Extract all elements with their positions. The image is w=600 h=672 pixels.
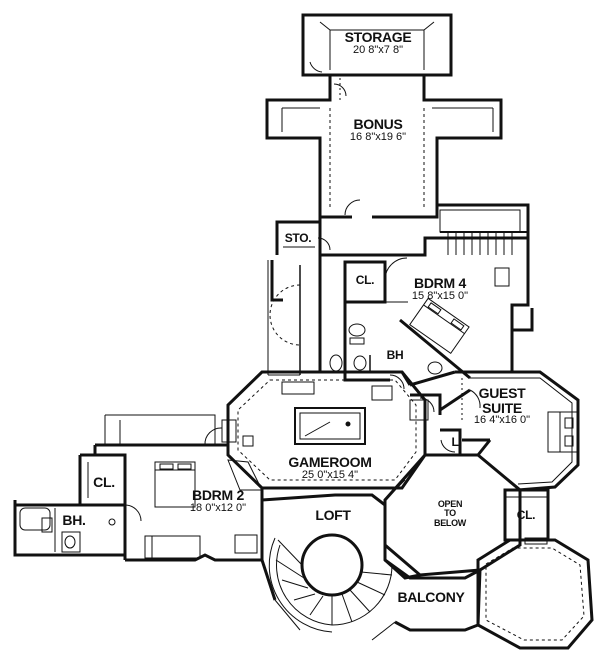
gameroom-name: GAMEROOM — [288, 454, 372, 470]
loft-label: LOFT — [315, 507, 351, 523]
guest-name-1: GUEST — [478, 385, 526, 401]
guest-suite-label: GUEST SUITE 16 4"x16 0" — [474, 386, 530, 427]
left-closet-and-bath — [13, 445, 142, 557]
guest-name-2: SUITE — [482, 399, 522, 416]
open-name-1: OPEN — [437, 499, 463, 509]
bh-left-name: BH. — [62, 512, 86, 528]
guest-dims: 16 4"x16 0" — [473, 414, 531, 427]
bh-mid-label: BH — [387, 349, 404, 362]
balcony-name: BALCONY — [397, 589, 465, 605]
guest-suite — [409, 370, 580, 492]
balcony-label: BALCONY — [397, 590, 464, 605]
bonus-label: BONUS 16 8"x19 6" — [350, 117, 406, 143]
bdrm2-dims: 18 0"x12 0" — [189, 501, 247, 514]
sto-label: STO. — [285, 232, 312, 245]
bonus-dims: 16 8"x19 6" — [349, 130, 407, 143]
l-name: L — [451, 435, 459, 449]
gameroom-dims: 25 0"x15 4" — [301, 468, 359, 481]
storage-name: STORAGE — [344, 29, 412, 45]
bedroom-4 — [318, 217, 534, 380]
open-to-below-label: OPEN TO BELOW — [434, 499, 466, 528]
cl-left-name: CL. — [93, 474, 115, 490]
bdrm2-label: BDRM 2 18 0"x12 0" — [190, 488, 246, 514]
gameroom — [221, 370, 429, 491]
bh-mid-name: BH — [386, 348, 404, 362]
cl-top-name: CL. — [355, 273, 375, 287]
bdrm4-label: BDRM 4 15 8"x15 0" — [412, 276, 468, 302]
sto-name: STO. — [284, 231, 312, 245]
cl-right-label: CL. — [516, 508, 536, 522]
storage-dims: 20 8"x7 8" — [352, 43, 403, 56]
bdrm2-name: BDRM 2 — [192, 487, 244, 503]
bh-left-label: BH. — [62, 512, 86, 528]
bdrm4-dims: 15 8"x15 0" — [411, 289, 469, 302]
bonus-room — [265, 61, 503, 219]
balcony — [371, 537, 594, 650]
upper-stair — [437, 203, 530, 255]
storage-label: STORAGE 20 8"x7 8" — [345, 30, 412, 56]
loft-name: LOFT — [315, 507, 351, 523]
storage-room — [301, 13, 453, 77]
open-name-2: TO — [444, 508, 456, 519]
cl-top-label: CL. — [355, 273, 375, 287]
open-name-3: BELOW — [434, 517, 466, 528]
bonus-name: BONUS — [353, 116, 403, 132]
cl-right-name: CL. — [516, 508, 536, 522]
l-label: L — [451, 436, 458, 449]
bdrm4-name: BDRM 4 — [414, 275, 466, 291]
gameroom-label: GAMEROOM 25 0"x15 4" — [288, 455, 371, 481]
cl-left-label: CL. — [93, 475, 115, 490]
